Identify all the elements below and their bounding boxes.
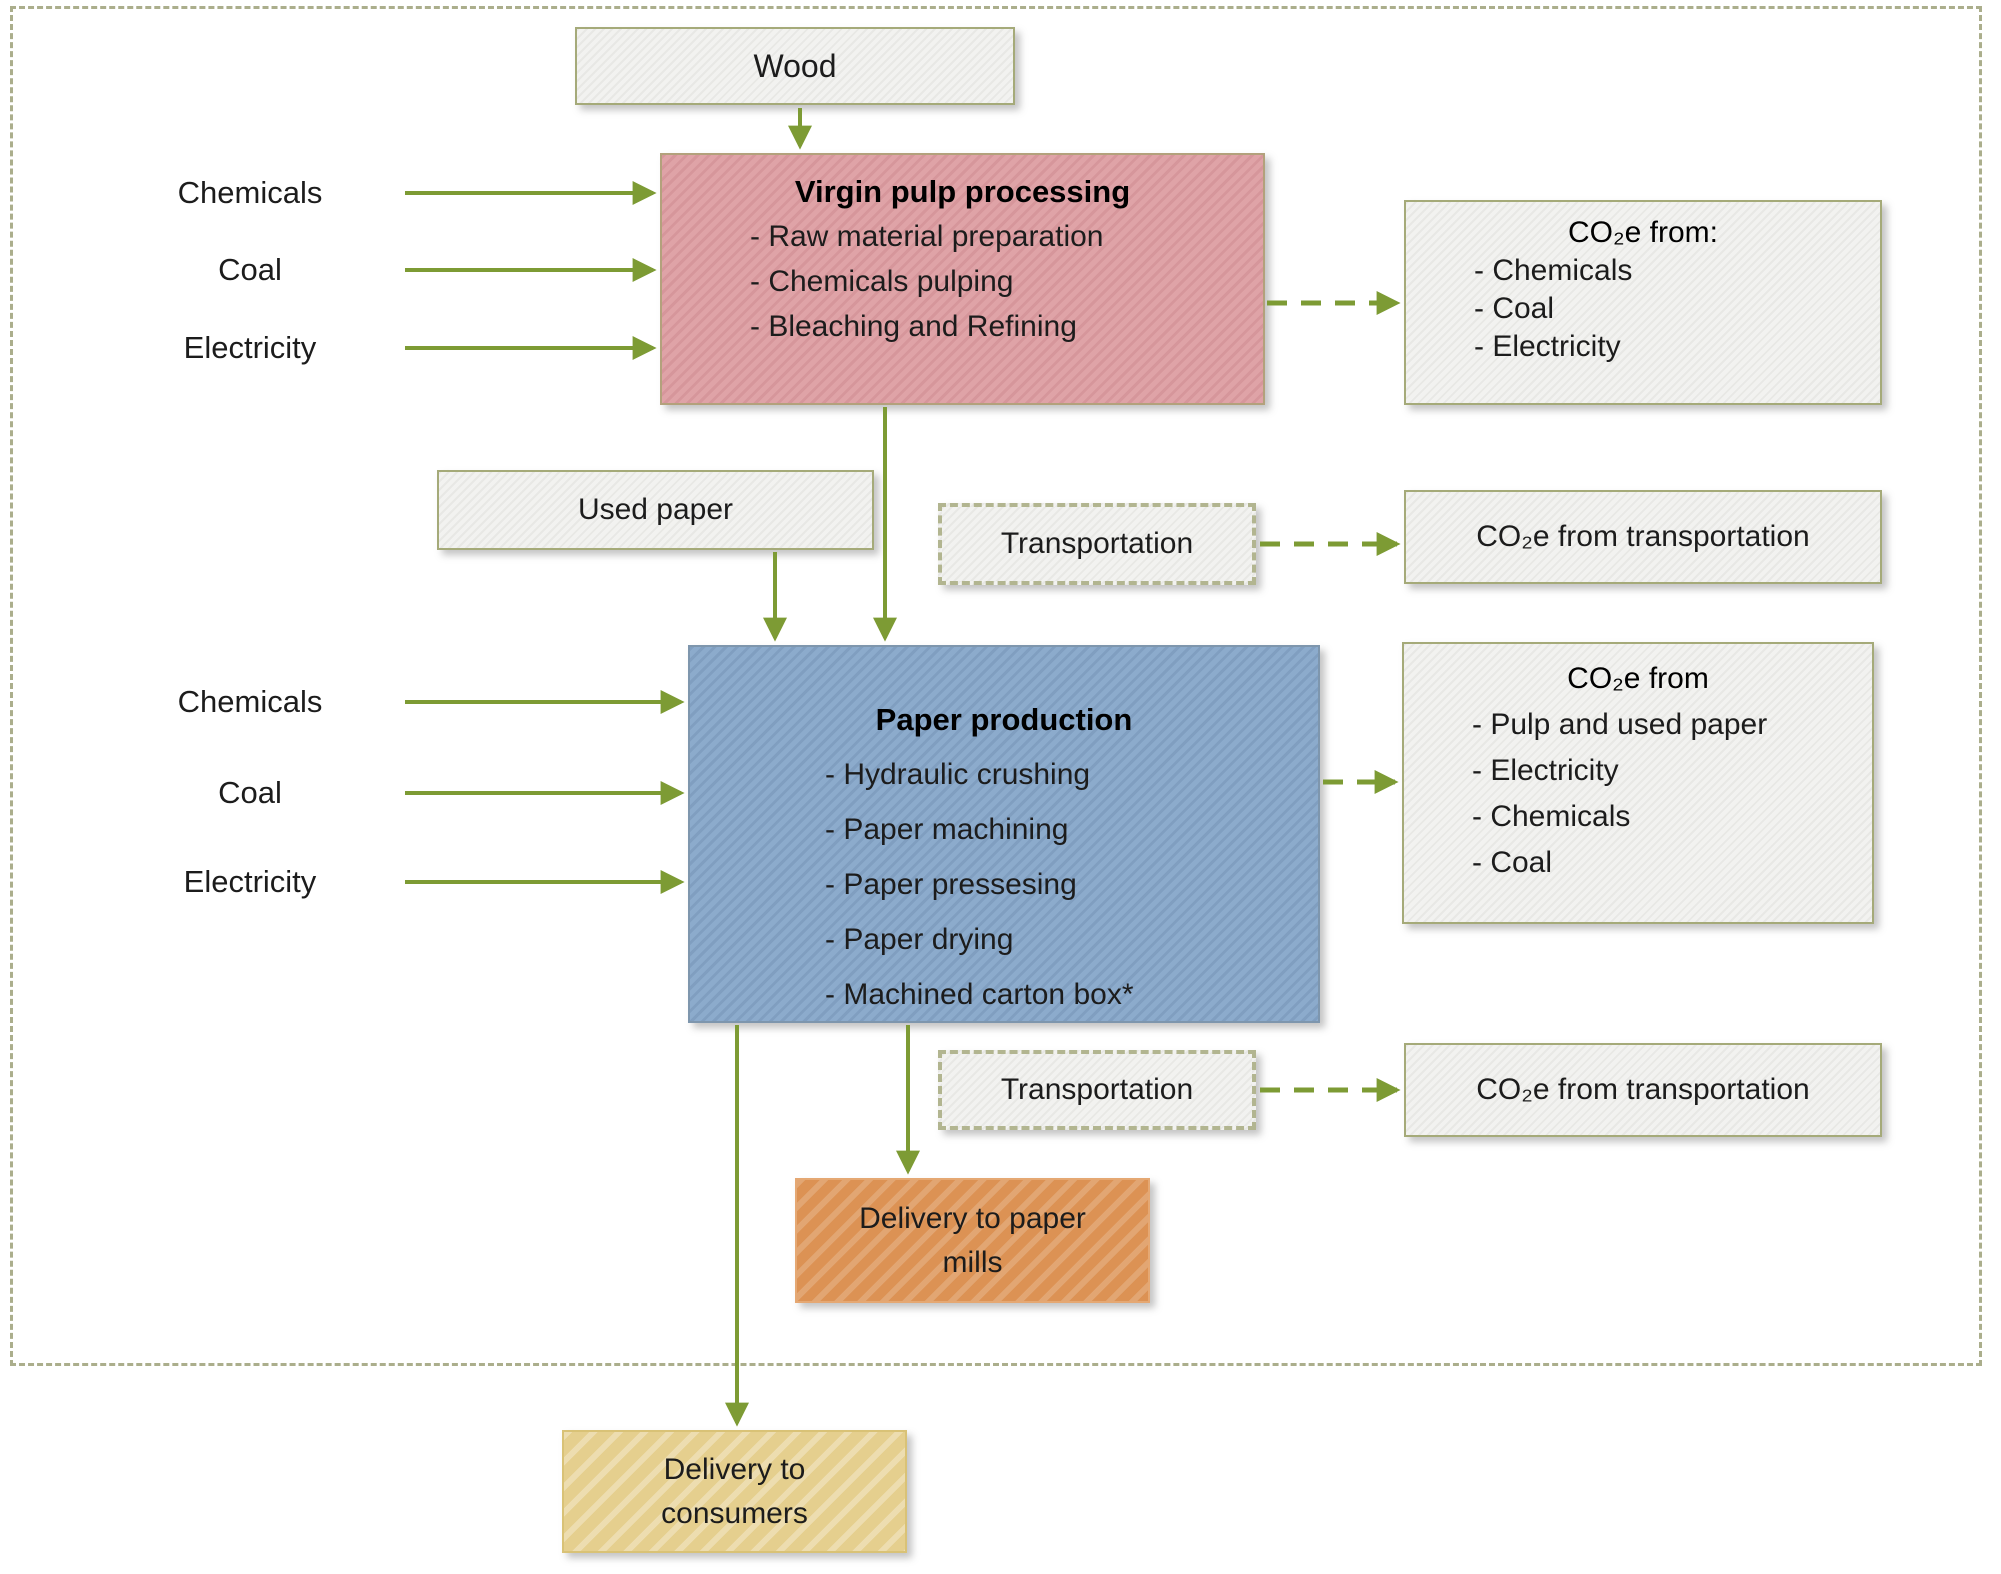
paper-production-title: Paper production: [875, 702, 1133, 737]
co2e-paper-item: - Electricity: [1472, 754, 1619, 787]
co2e-from-transportation-box-2: CO₂e from transportation: [1404, 1043, 1882, 1137]
co2e-from-transportation-box-1: CO₂e from transportation: [1404, 490, 1882, 584]
paper-production-item: - Machined carton box*: [825, 978, 1134, 1011]
co2e-from-pulp-inputs-box: CO₂e from: - Chemicals - Coal - Electric…: [1404, 200, 1882, 405]
virgin-pulp-item: - Chemicals pulping: [750, 265, 1014, 298]
co2e-pulp-title: CO₂e from:: [1568, 216, 1718, 249]
co2e-paper-title: CO₂e from: [1567, 662, 1709, 695]
virgin-pulp-title: Virgin pulp processing: [794, 174, 1131, 209]
virgin-pulp-item: - Bleaching and Refining: [750, 310, 1077, 343]
paper-production-item: - Hydraulic crushing: [825, 758, 1091, 791]
co2e-paper-item: - Pulp and used paper: [1472, 708, 1768, 741]
input-label-electricity-paper: Electricity: [183, 864, 317, 899]
delivery-to-consumers-box: Delivery to consumers: [562, 1430, 907, 1553]
delivery-to-paper-mills-box: Delivery to paper mills: [795, 1178, 1150, 1303]
input-label-chemicals-pulp: Chemicals: [177, 175, 323, 210]
co2e-pulp-item: - Electricity: [1474, 330, 1621, 363]
input-label-chemicals-paper: Chemicals: [177, 684, 323, 719]
paper-production-item: - Paper machining: [825, 813, 1069, 846]
virgin-pulp-item: - Raw material preparation: [750, 220, 1104, 253]
used-paper-box: Used paper: [437, 470, 874, 550]
transportation-box-1: Transportation: [938, 503, 1256, 585]
co2e-pulp-item: - Coal: [1474, 292, 1555, 325]
co2e-paper-item: - Chemicals: [1472, 800, 1631, 833]
paper-production-item: - Paper pressesing: [825, 868, 1077, 901]
transportation-box-2: Transportation: [938, 1050, 1256, 1130]
paper-production-box: Paper production - Hydraulic crushing - …: [688, 645, 1320, 1023]
input-label-electricity-pulp: Electricity: [183, 330, 317, 365]
virgin-pulp-processing-box: Virgin pulp processing - Raw material pr…: [660, 153, 1265, 405]
co2e-from-paper-production-box: CO₂e from - Pulp and used paper - Electr…: [1402, 642, 1874, 924]
co2e-pulp-item: - Chemicals: [1474, 254, 1633, 287]
system-boundary-dashed-border: [10, 6, 1982, 1366]
wood-box: Wood: [575, 27, 1015, 105]
input-label-coal-paper: Coal: [218, 775, 282, 810]
paper-production-item: - Paper drying: [825, 923, 1014, 956]
input-label-coal-pulp: Coal: [218, 252, 282, 287]
co2e-paper-item: - Coal: [1472, 846, 1553, 879]
